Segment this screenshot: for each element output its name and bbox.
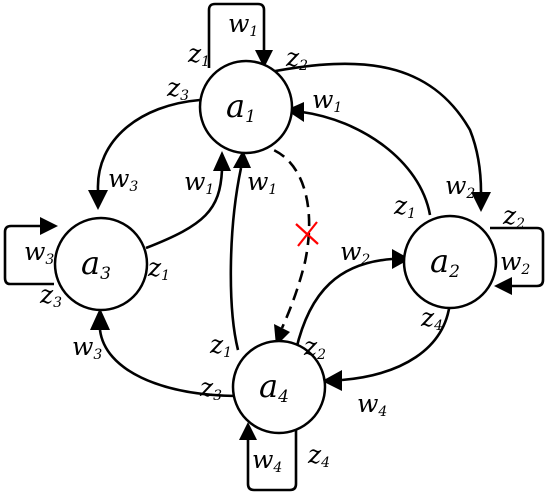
edge-a1-loop <box>207 2 266 68</box>
label-w2-a4-a2: w2 <box>340 237 370 268</box>
arrowhead-a3-loop <box>40 217 58 235</box>
node-a3-subscript: 3 <box>100 264 111 284</box>
arrowhead-a2-loop <box>494 277 512 295</box>
label-w4-loop-a4: w4 <box>252 445 282 476</box>
label-w2-loop-a2: w2 <box>500 247 530 278</box>
arrowhead-a1-loop <box>255 50 273 68</box>
arrowhead-a2-a4 <box>322 370 342 391</box>
edge-a4-a2 <box>294 257 393 351</box>
node-a4-subscript: 4 <box>277 387 289 407</box>
label-w3-a4-a3: w3 <box>72 332 102 363</box>
node-a4-label: a <box>259 367 278 405</box>
arrowhead-a4-a3 <box>90 308 110 330</box>
cross-mark-icon <box>295 221 319 247</box>
node-a1: a1 <box>198 59 294 155</box>
svg-text:a2: a2 <box>430 242 460 282</box>
node-a3-label: a <box>81 244 100 282</box>
label-w1-a2-a1: w1 <box>312 85 342 116</box>
arrowhead-a1-a2 <box>471 192 491 212</box>
label-z3-loop-a3: z3 <box>39 280 62 311</box>
node-a3: a3 <box>53 216 149 312</box>
edge-a2-a4 <box>341 301 452 382</box>
node-a1-label: a <box>226 87 245 125</box>
label-w3-a1-a3: w3 <box>108 164 138 195</box>
label-z4-a2-a4: z4 <box>420 303 443 334</box>
label-z2-loop-a2: z2 <box>502 201 525 232</box>
arrowhead-a1-a3 <box>88 190 108 210</box>
svg-text:a3: a3 <box>81 244 111 284</box>
arrowhead-a3-a1 <box>213 151 231 171</box>
edge-a2-loop <box>490 226 545 288</box>
label-z1-loop-a1: z1 <box>187 39 210 70</box>
arrowhead-a4-loop <box>239 422 257 440</box>
label-w1-a3-a1: w1 <box>184 167 214 198</box>
label-w1-a4-a1: w1 <box>247 167 277 198</box>
arrowhead-a4-a1 <box>233 150 251 168</box>
label-w4-a2-a4: w4 <box>357 389 387 420</box>
node-a2-label: a <box>430 242 449 280</box>
label-z1-a3-a1: z1 <box>147 253 170 284</box>
node-a2-subscript: 2 <box>448 262 460 282</box>
label-z3-a4-a3: z3 <box>199 373 222 404</box>
label-w1-loop-a1: w1 <box>228 9 258 40</box>
label-z3-a1-a3: z3 <box>166 73 189 104</box>
label-z1-a4-a1: z1 <box>209 330 232 361</box>
label-z2-a4-a2: z2 <box>303 332 326 363</box>
edge-a3-a1 <box>145 169 224 250</box>
edge-a1-a3 <box>96 98 201 191</box>
label-z4-loop-a4: z4 <box>307 440 330 471</box>
edge-a4-loop <box>246 430 298 492</box>
node-a1-subscript: 1 <box>245 107 256 127</box>
label-z1-a2-a1: z1 <box>393 191 416 222</box>
label-z2-a1-a2: z2 <box>285 43 308 74</box>
svg-text:a1: a1 <box>226 87 256 127</box>
arrowhead-a4-a2 <box>392 249 410 269</box>
svg-text:a4: a4 <box>259 367 289 407</box>
edge-a2-a1 <box>301 110 432 216</box>
edge-a3-loop <box>3 224 54 286</box>
edge-a1-a2 <box>269 62 483 193</box>
node-a2: a2 <box>402 214 498 310</box>
arrowhead-a2-a1 <box>286 102 304 122</box>
label-w2-a1-a2: w2 <box>445 171 475 202</box>
edge-a4-a3 <box>98 329 237 398</box>
node-a4: a4 <box>231 339 327 435</box>
label-w3-loop-a3: w3 <box>24 237 54 268</box>
edge-a4-a1 <box>229 167 243 351</box>
